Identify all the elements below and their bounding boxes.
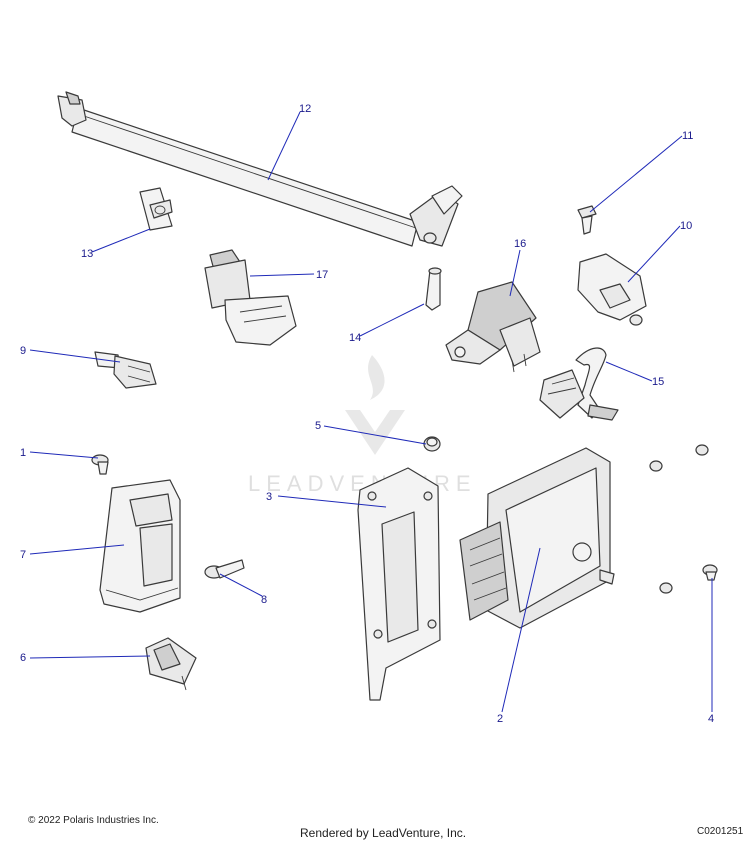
diagram-code: C0201251 [697, 826, 744, 837]
part-2-ecu[interactable] [459, 447, 615, 629]
part-8-screw[interactable] [204, 559, 245, 579]
callout-11[interactable]: 11 [682, 130, 693, 142]
part-4-bolts[interactable] [649, 444, 718, 594]
callout-3[interactable]: 3 [266, 491, 272, 503]
part-17-connector[interactable] [204, 249, 297, 346]
callout-17[interactable]: 17 [316, 269, 328, 281]
callout-12[interactable]: 12 [299, 103, 311, 115]
part-12-tube[interactable] [57, 91, 463, 247]
callout-5[interactable]: 5 [315, 420, 321, 432]
rendered-by-text: Rendered by LeadVenture, Inc. [300, 826, 467, 840]
part-14-pin[interactable] [425, 267, 442, 311]
part-7-cover[interactable] [99, 479, 181, 613]
callout-10[interactable]: 10 [680, 220, 692, 232]
part-13-clip[interactable] [139, 187, 173, 231]
copyright-text: © 2022 Polaris Industries Inc. [28, 815, 159, 826]
part-10-sensor[interactable] [577, 253, 647, 326]
part-5-bolt[interactable] [423, 436, 441, 452]
part-6-switch[interactable] [145, 637, 197, 691]
callout-numbers: 1 2 3 4 5 6 7 8 9 10 11 12 13 14 15 16 1… [20, 103, 714, 725]
callout-4[interactable]: 4 [708, 713, 714, 725]
callout-7[interactable]: 7 [20, 549, 26, 561]
part-9-sensor[interactable] [94, 351, 157, 389]
watermark-logo: LEADVENTURE [248, 355, 471, 496]
callout-15[interactable]: 15 [652, 376, 664, 388]
callout-2[interactable]: 2 [497, 713, 503, 725]
part-11-bolt[interactable] [577, 205, 597, 235]
callout-8[interactable]: 8 [261, 594, 267, 606]
callout-14[interactable]: 14 [349, 332, 361, 344]
part-15-hose[interactable] [539, 347, 619, 421]
callout-13[interactable]: 13 [81, 248, 93, 260]
callout-1[interactable]: 1 [20, 447, 26, 459]
callout-9[interactable]: 9 [20, 345, 26, 357]
callout-6[interactable]: 6 [20, 652, 26, 664]
part-16-relay[interactable] [445, 281, 541, 373]
callout-16[interactable]: 16 [514, 238, 526, 250]
leader-lines [29, 111, 713, 713]
part-3-bracket[interactable] [357, 467, 441, 701]
